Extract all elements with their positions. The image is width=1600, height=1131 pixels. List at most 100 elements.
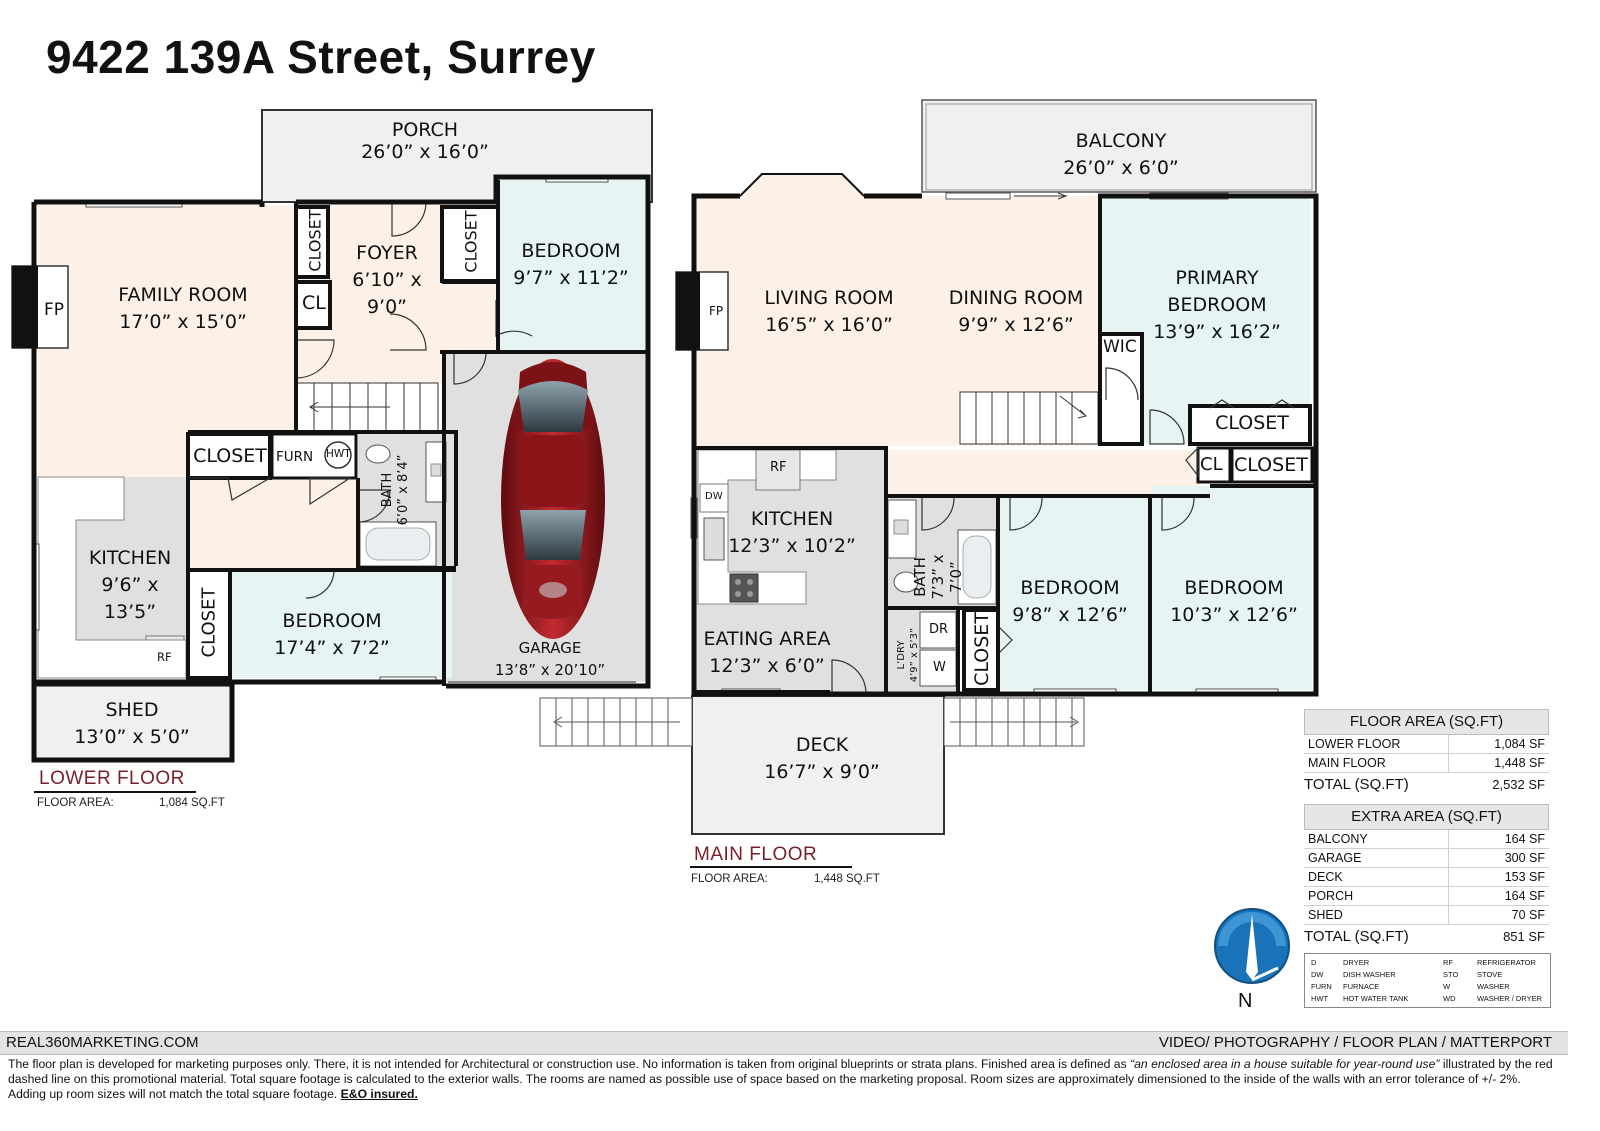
balcony-area xyxy=(921,99,1317,193)
lower-floor-area-label: FLOOR AREA: xyxy=(37,797,114,809)
legend-desc: REFRIGERATOR xyxy=(1477,958,1536,967)
legend-desc: STOVE xyxy=(1477,970,1503,979)
room-label-living-room: LIVING ROOM 16’5” x 16’0” xyxy=(764,287,894,336)
room-label-family-room: FAMILY ROOM 17’0” x 15’0” xyxy=(118,284,248,333)
counter-lower xyxy=(37,476,187,679)
label-closet-bedroom-lower: CLOSET xyxy=(198,587,220,658)
disclaimer-text: The floor plan is developed for marketin… xyxy=(8,1057,1553,1101)
label-closet-bedroom-mid: CLOSET xyxy=(971,612,993,686)
lower-floor-underline xyxy=(34,791,196,793)
legend-code: WD xyxy=(1443,994,1456,1003)
room-label-bedroom-mid: BEDROOM 9’8” x 12’6” xyxy=(1012,577,1128,626)
label-rf-main: RF xyxy=(770,460,787,475)
legend-code: DW xyxy=(1311,970,1324,979)
room-label-foyer: FOYER 6’10” x 9’0” xyxy=(352,242,422,318)
legend-code: D xyxy=(1311,958,1317,967)
legend-desc: DRYER xyxy=(1343,958,1370,967)
legend-desc: WASHER xyxy=(1477,982,1510,991)
room-label-dining-room: DINING ROOM 9’9” x 12’6” xyxy=(948,287,1084,336)
extra-area-total: TOTAL (SQ.FT)851 SF xyxy=(1304,928,1545,945)
bedroom-mid-area xyxy=(1000,498,1148,690)
label-fp-lower: FP xyxy=(44,300,65,320)
legend-code: RF xyxy=(1443,958,1453,967)
extra-area-header: EXTRA AREA (SQ.FT) xyxy=(1304,804,1549,830)
main-floor-area-label: FLOOR AREA: xyxy=(691,873,768,885)
room-label-deck: DECK 16’7” x 9’0” xyxy=(764,734,880,783)
label-fp-main: FP xyxy=(709,304,724,318)
toilet-main-icon xyxy=(893,571,919,593)
room-label-eating-area: EATING AREA 12’3” x 6’0” xyxy=(703,628,831,677)
main-floor-underline xyxy=(690,866,852,868)
abbreviation-legend: D DRYER DW DISH WASHER FURN FURNACE HWT … xyxy=(1304,953,1551,1008)
main-floor-plan xyxy=(539,99,1319,835)
legend-code: W xyxy=(1443,982,1451,991)
toilet-lower-icon xyxy=(365,444,391,464)
label-hwt: HWT xyxy=(326,448,351,460)
compass-north-label: N xyxy=(1238,990,1253,1012)
hot-water-tank-icon xyxy=(324,441,352,469)
lower-floor-label: LOWER FLOOR xyxy=(39,768,185,789)
room-label-bedroom-right: BEDROOM 10’3” x 12’6” xyxy=(1170,577,1298,626)
car-icon xyxy=(501,359,605,639)
footer-services: VIDEO/ PHOTOGRAPHY / FLOOR PLAN / MATTER… xyxy=(1158,1034,1552,1051)
label-wic: WIC xyxy=(1103,337,1137,357)
deck-stairs-left xyxy=(539,697,693,747)
closet-foyer-right xyxy=(440,205,500,283)
label-rf-lower: RF xyxy=(157,650,172,664)
legend-code: HWT xyxy=(1311,994,1329,1003)
label-w: W xyxy=(933,660,946,675)
room-label-bath-lower: BATH 6’0” x 8’4” xyxy=(380,454,411,526)
shed-area xyxy=(31,681,235,763)
hall-lower-area xyxy=(188,477,358,569)
room-label-shed: SHED 13’0” x 5’0” xyxy=(74,699,190,748)
dishwasher-icon xyxy=(699,483,729,513)
lower-floor-area-value: 1,084 SQ.FT xyxy=(159,797,225,809)
fridge-main-icon xyxy=(755,449,801,491)
room-label-balcony: BALCONY 26’0” x 6’0” xyxy=(1063,130,1179,179)
washer-icon xyxy=(919,649,957,687)
deck-stairs-right xyxy=(943,697,1085,747)
page-title: 9422 139A Street, Surrey xyxy=(46,31,596,83)
dryer-icon xyxy=(919,611,957,649)
room-label-garage: GARAGE 13’8” x 20’10” xyxy=(494,639,606,679)
main-floor-label: MAIN FLOOR xyxy=(694,844,818,865)
footer-bar: REAL360MARKETING.COM VIDEO/ PHOTOGRAPHY … xyxy=(0,1031,1568,1055)
room-label-bedroom-top: BEDROOM 9’7” x 11’2” xyxy=(513,240,629,289)
closet-cl-main xyxy=(1196,446,1232,484)
room-label-porch: PORCH 26’0” x 16’0” xyxy=(361,119,489,163)
bedroom-bottom-area xyxy=(230,570,452,678)
north-compass-icon xyxy=(1214,908,1290,984)
legend-desc: WASHER / DRYER xyxy=(1477,994,1543,1003)
footer-website-link[interactable]: REAL360MARKETING.COM xyxy=(6,1034,199,1051)
stove-main-icon xyxy=(729,573,759,603)
legend-code: STO xyxy=(1443,970,1459,979)
label-dw: DW xyxy=(705,491,723,502)
floor-plan-drawing xyxy=(11,99,1319,835)
stairs-main xyxy=(959,391,1099,445)
room-label-kitchen-main: KITCHEN 12’3” x 10’2” xyxy=(728,508,856,557)
counter-main xyxy=(697,449,837,605)
label-cl-lower: CL xyxy=(302,292,326,314)
room-label-bedroom-bottom: BEDROOM 17’4” x 7’2” xyxy=(274,610,390,659)
legend-desc: HOT WATER TANK xyxy=(1343,994,1409,1003)
label-dr: DR xyxy=(929,622,949,637)
closet-bedroom-mid xyxy=(962,608,1000,692)
closet-hall-main xyxy=(1230,446,1314,484)
room-label-primary-bedroom: PRIMARY BEDROOM 13’9” x 16’2” xyxy=(1153,267,1281,343)
legend-desc: DISH WASHER xyxy=(1343,970,1396,979)
stairs-lower xyxy=(295,382,439,432)
label-closet-foyer-left: CLOSET xyxy=(305,209,325,272)
label-closet-hall-lower: CLOSET xyxy=(193,445,267,467)
label-furn: FURN xyxy=(276,449,314,465)
label-closet-hall-main: CLOSET xyxy=(1234,454,1308,476)
lower-floor-plan xyxy=(11,109,653,763)
room-label-kitchen-lower: KITCHEN 9’6” x 13’5” xyxy=(88,547,172,623)
